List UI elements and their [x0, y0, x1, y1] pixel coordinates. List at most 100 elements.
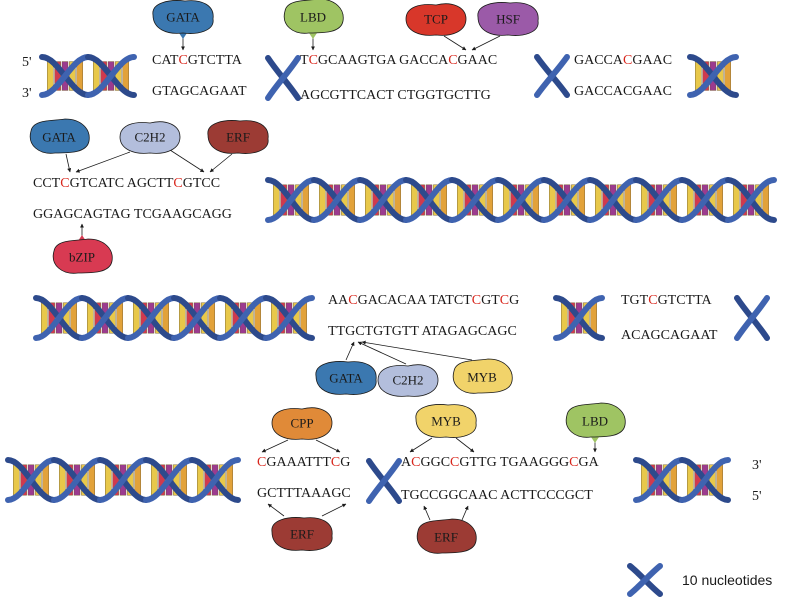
sequence-segment: G — [509, 293, 519, 308]
sequence-segment: GTCATC AGCTT — [70, 176, 174, 191]
binding-arrow — [361, 340, 473, 361]
sequence-segment: GT — [481, 293, 500, 308]
factor-label: ERF — [226, 130, 250, 145]
binding-arrow — [455, 437, 475, 453]
dna-helix-left — [5, 457, 241, 503]
sequence-segment: GAAATTT — [266, 455, 331, 470]
highlighted-base: C — [178, 53, 187, 68]
erf-factor: ERF — [271, 517, 333, 551]
sequence-bottom: GTAGCAGAAT — [152, 84, 247, 99]
highlighted-base: C — [309, 53, 318, 68]
highlighted-base: C — [60, 176, 69, 191]
five-prime-label: 5' — [752, 489, 762, 504]
factor-label: GATA — [329, 371, 363, 386]
lbd-factor: LBD — [565, 402, 626, 443]
tcp-factor: TCP — [405, 3, 467, 36]
sequence-top: TGTCGTCTTA — [621, 293, 713, 308]
highlighted-base: C — [472, 293, 481, 308]
myb-factor: MYB — [452, 358, 513, 394]
sequence-segment: GCAAGTGA GACCA — [318, 53, 449, 68]
highlighted-base: C — [257, 455, 266, 470]
factor-label: GATA — [42, 130, 76, 145]
dna-helices — [5, 54, 777, 504]
erf-factor: ERF — [207, 120, 269, 154]
binding-arrow — [345, 341, 355, 361]
binding-arrow — [315, 439, 341, 453]
sequence-segment: GACCA — [574, 53, 624, 68]
myb-factor: MYB — [415, 404, 477, 438]
dna-helix-right — [687, 54, 739, 98]
hsf-factor: HSF — [477, 2, 539, 36]
lbd-factor: LBD — [283, 0, 344, 39]
binding-arrow — [261, 439, 289, 453]
sequence-top: ACGGCCGTTG TGAAGGGCGA — [401, 455, 600, 470]
binding-arrow — [357, 341, 407, 365]
binding-arrow — [471, 35, 501, 51]
sequence-bottom: TTGCTGTGTT ATAGAGCAGC — [328, 324, 517, 339]
highlighted-base: C — [648, 293, 657, 308]
sequence-segment: GAAC — [632, 53, 672, 68]
bzip-factor: bZIP — [52, 235, 113, 274]
sequence-segment: A — [401, 455, 412, 470]
sequence-segment: GTCTTA — [188, 53, 243, 68]
highlighted-base: C — [500, 293, 509, 308]
sequence-bottom: ACAGCAGAAT — [621, 328, 718, 343]
binding-arrow — [169, 149, 205, 173]
binding-arrow — [267, 503, 285, 517]
highlighted-base: C — [331, 455, 340, 470]
sequence-segment: T — [300, 53, 309, 68]
factor-label: C2H2 — [134, 130, 165, 145]
c2h2-factor: C2H2 — [377, 364, 439, 397]
sequence-bottom: GGAGCAGTAG TCGAAGCAGG — [33, 207, 232, 222]
factor-label: LBD — [582, 414, 608, 429]
dna-helix-mid — [553, 295, 605, 341]
factor-label: HSF — [496, 12, 520, 27]
helix-crossover — [265, 55, 301, 101]
sequence-segment: GGC — [420, 455, 450, 470]
factor-label: C2H2 — [392, 373, 423, 388]
binding-arrow — [409, 437, 433, 453]
gata-factor: GATA — [315, 361, 377, 395]
dna-helix-long — [265, 177, 777, 223]
helix-crossover — [734, 295, 770, 341]
sequence-top: TCGCAAGTGA GACCACGAAC — [300, 53, 497, 68]
factor-label: GATA — [166, 10, 200, 25]
sequence-segment: GTCC — [183, 176, 220, 191]
five-prime-label: 5' — [22, 55, 32, 70]
highlighted-base: C — [450, 455, 459, 470]
sequence-top: GACCACGAAC — [574, 53, 672, 68]
highlighted-base: C — [411, 455, 420, 470]
sequence-segment: GAAC — [458, 53, 498, 68]
binding-arrows — [65, 35, 597, 521]
helix-crossover — [366, 458, 402, 504]
sequence-segment: GA — [579, 455, 600, 470]
three-prime-label: 3' — [22, 86, 32, 101]
sequence-top: CCTCGTCATC AGCTTCGTCC — [33, 176, 220, 191]
sequence-bottom: TGCCGGCAAC ACTTCCCGCT — [401, 488, 593, 503]
factor-label: MYB — [431, 414, 461, 429]
sequence-segment: GTCTTA — [658, 293, 713, 308]
highlighted-base: C — [348, 293, 357, 308]
sequence-segment: GTTG TGAAGGG — [459, 455, 569, 470]
sequence-top: CGAAATTTCG — [257, 455, 350, 470]
legend-label: 10 nucleotides — [682, 572, 772, 588]
binding-arrow — [321, 503, 347, 517]
gata-factor: GATA — [29, 118, 90, 154]
helix-icon — [627, 563, 663, 597]
helix-crossover — [534, 54, 570, 98]
sequence-top: AACGACACAA TATCTCGTCG — [328, 293, 519, 308]
sequence-bottom: AGCGTTCACT CTGGTGCTTG — [300, 88, 491, 103]
gata-factor: GATA — [152, 0, 214, 39]
highlighted-base: C — [623, 53, 632, 68]
dna-helix-left — [33, 295, 315, 341]
binding-arrow — [443, 35, 467, 51]
factor-label: bZIP — [69, 250, 95, 265]
highlighted-base: C — [569, 455, 578, 470]
binding-arrow — [209, 153, 233, 173]
erf-factor: ERF — [416, 518, 477, 554]
dna-helix-right — [633, 457, 731, 503]
factor-label: MYB — [467, 370, 497, 385]
sequence-segment: TGT — [621, 293, 649, 308]
factor-label: ERF — [290, 527, 314, 542]
